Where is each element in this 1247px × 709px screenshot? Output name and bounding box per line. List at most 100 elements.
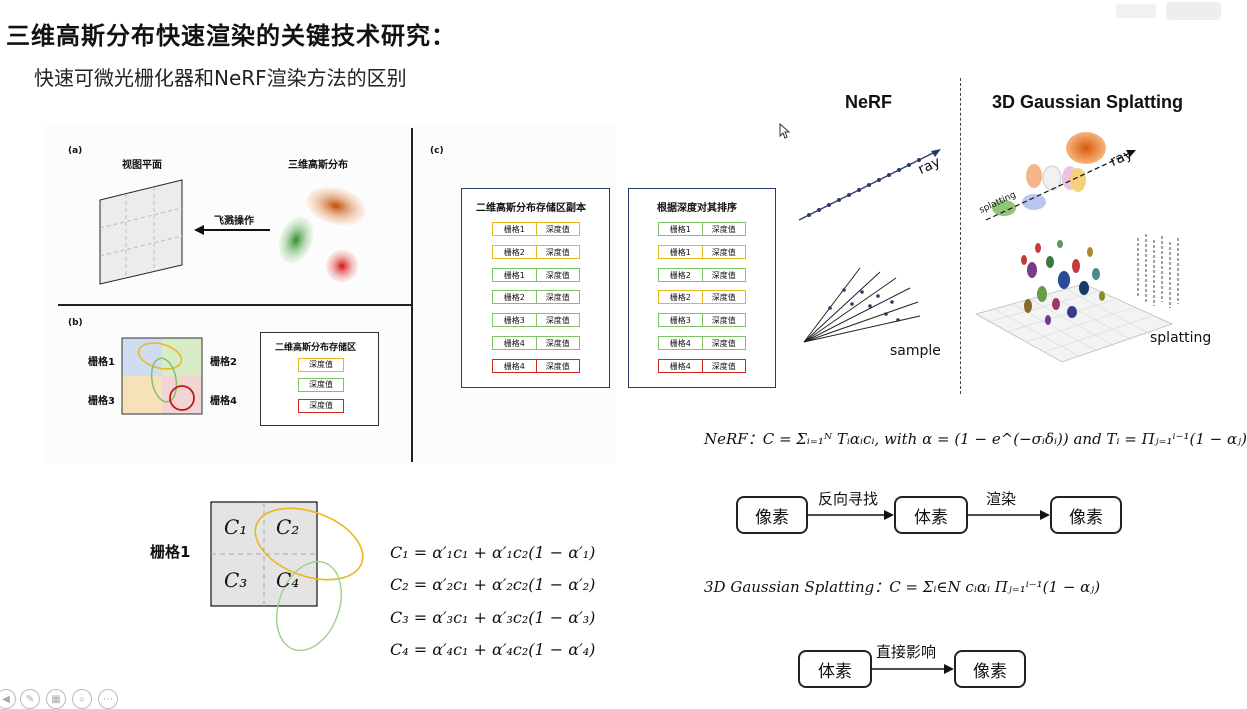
grid3-label: 栅格3 xyxy=(88,396,115,407)
equation-c4: C₄ = α′₄c₁ + α′₄c₂(1 − α′₄) xyxy=(390,640,596,659)
sort-depth-cell: 深度值 xyxy=(702,290,746,305)
cell-c1: C₁ xyxy=(224,515,248,539)
copy-grid-cell: 栅格2 xyxy=(492,290,537,305)
panel-b-grid xyxy=(121,337,203,415)
sort-grid-cell: 栅格1 xyxy=(658,222,703,236)
sort-grid-cell: 栅格2 xyxy=(658,290,703,305)
sort-depth-cell: 深度值 xyxy=(702,358,746,373)
sort-grid-cell: 栅格1 xyxy=(658,244,703,259)
panel-a-tag: (a) xyxy=(68,146,83,156)
cell-c2: C₂ xyxy=(276,515,300,539)
grid4-label: 栅格4 xyxy=(210,396,237,407)
sort-grid-cell: 栅格4 xyxy=(658,358,703,373)
grid1-label: 栅格1 xyxy=(88,357,115,368)
copy-depth-cell: 深度值 xyxy=(536,358,580,373)
panel-c-tag: (c) xyxy=(430,146,444,156)
gs-plane-graphic xyxy=(974,234,1179,363)
prev-slide-icon[interactable]: ◀ xyxy=(0,689,16,709)
gs-title: 3D Gaussian Splatting xyxy=(992,92,1184,112)
equation-c1: C₁ = α′₁c₁ + α′₁c₂(1 − α′₁) xyxy=(390,543,596,562)
nerf-flow-pixel: 像素 xyxy=(736,496,808,534)
nerf-formula: NeRF：C = Σᵢ₌₁ᴺ Tᵢαᵢcᵢ, with α = (1 − e^(… xyxy=(704,430,1247,448)
watermark-logo xyxy=(1116,2,1221,20)
sort-box xyxy=(628,188,776,388)
sort-depth-cell: 深度值 xyxy=(702,313,746,328)
nerf-sample-graphic xyxy=(803,267,921,343)
store-title: 二维高斯分布存储区 xyxy=(275,343,357,353)
copy-grid-cell: 栅格1 xyxy=(492,222,537,236)
pen-icon[interactable]: ✎ xyxy=(20,689,40,709)
store-depth-yellow: 深度值 xyxy=(298,358,344,372)
cell-c4: C₄ xyxy=(276,568,300,592)
sort-grid-cell: 栅格4 xyxy=(658,336,703,350)
grid-detail-label: 栅格1 xyxy=(150,543,191,561)
gaussian-label: 三维高斯分布 xyxy=(288,160,348,171)
gs-flow-arrow xyxy=(870,664,954,674)
gs-formula: 3D Gaussian Splatting：C = Σᵢ∈N cᵢαᵢ Πⱼ₌₁… xyxy=(704,578,1101,596)
view-plane-label: 视图平面 xyxy=(122,160,162,171)
right-divider xyxy=(960,78,961,394)
slide-subtitle: 快速可微光栅化器和NeRF渲染方法的区别 xyxy=(34,66,407,90)
copy-title: 二维高斯分布存储区副本 xyxy=(476,203,586,214)
copy-depth-cell: 深度值 xyxy=(536,267,580,282)
store-depth-red: 深度值 xyxy=(298,399,344,413)
sort-depth-cell: 深度值 xyxy=(702,222,746,236)
gs-flow-pixel: 像素 xyxy=(954,650,1026,688)
copy-box xyxy=(461,188,610,388)
panel-a-graphic xyxy=(99,179,366,285)
more-icon[interactable]: ⋯ xyxy=(98,689,118,709)
store-box xyxy=(260,332,379,426)
equation-c3: C₃ = α′₃c₁ + α′₃c₂(1 − α′₃) xyxy=(390,608,596,627)
nerf-title: NeRF xyxy=(845,92,893,112)
divider-vertical xyxy=(411,128,413,462)
panel-b-tag: (b) xyxy=(68,318,83,328)
nerf-ray-graphic xyxy=(798,149,941,221)
sort-depth-cell: 深度值 xyxy=(702,336,746,350)
grid2-label: 栅格2 xyxy=(210,357,237,368)
splat-op-label: 飞溅操作 xyxy=(214,216,254,227)
sort-title: 根据深度对其排序 xyxy=(657,203,737,214)
nerf-flow-pixel-2: 像素 xyxy=(1050,496,1122,534)
nerf-flow-arrows xyxy=(806,510,1050,520)
sort-depth-cell: 深度值 xyxy=(702,267,746,282)
sample-label: sample xyxy=(890,343,941,359)
copy-grid-cell: 栅格3 xyxy=(492,313,537,328)
copy-depth-cell: 深度值 xyxy=(536,222,580,236)
copy-grid-cell: 栅格4 xyxy=(492,358,537,373)
slides-icon[interactable]: ▦ xyxy=(46,689,66,709)
copy-depth-cell: 深度值 xyxy=(536,336,580,350)
nerf-flow-voxel: 体素 xyxy=(894,496,968,534)
gs-flow-voxel: 体素 xyxy=(798,650,872,688)
cell-c3: C₃ xyxy=(224,568,248,592)
store-depth-green: 深度值 xyxy=(298,378,344,392)
nerf-flow-render-label: 渲染 xyxy=(986,490,1017,508)
gs-flow-direct-label: 直接影响 xyxy=(876,643,937,661)
sort-grid-cell: 栅格3 xyxy=(658,313,703,328)
copy-grid-cell: 栅格1 xyxy=(492,267,537,282)
mouse-cursor-icon xyxy=(779,122,791,139)
nerf-flow-reverse-label: 反向寻找 xyxy=(818,490,879,508)
copy-depth-cell: 深度值 xyxy=(536,313,580,328)
sort-grid-cell: 栅格2 xyxy=(658,267,703,282)
grid-detail-graphic xyxy=(210,501,364,652)
gs-splat-graphic xyxy=(985,132,1136,221)
zoom-icon[interactable]: ⌕ xyxy=(72,689,92,709)
copy-depth-cell: 深度值 xyxy=(536,244,580,259)
copy-grid-cell: 栅格4 xyxy=(492,336,537,350)
copy-depth-cell: 深度值 xyxy=(536,290,580,305)
divider-horizontal xyxy=(58,304,412,306)
splatting-label-bottom: splatting xyxy=(1150,330,1212,346)
equation-c2: C₂ = α′₂c₁ + α′₂c₂(1 − α′₂) xyxy=(390,575,596,594)
